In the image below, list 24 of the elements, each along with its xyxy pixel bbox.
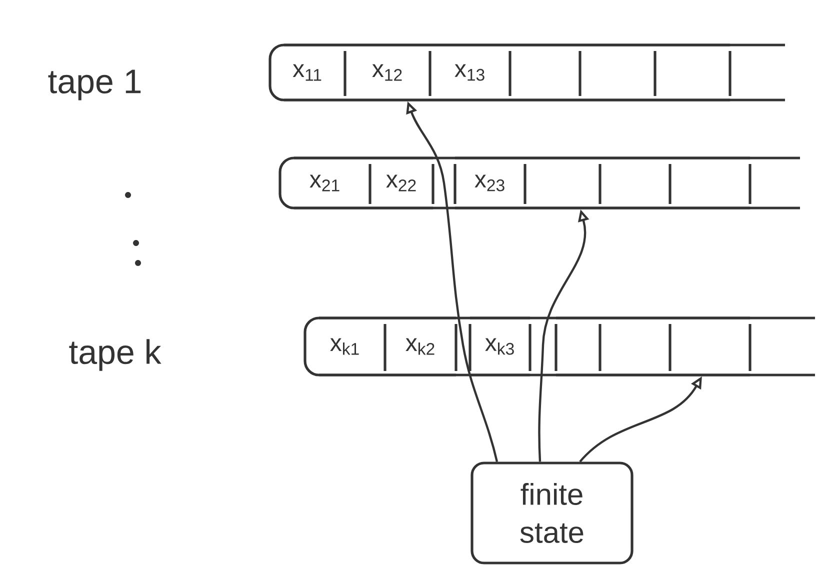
tape-cell: x$_{21}$: [292, 156, 372, 210]
empty-cell: [524, 156, 602, 210]
tape-label: tape k: [69, 339, 162, 371]
empty-cell: [598, 316, 672, 376]
tape-drawing: [304, 316, 815, 376]
tape-cell: x$_{k2}$: [384, 316, 458, 376]
empty-cell: [598, 156, 672, 210]
empty-cell: [668, 156, 752, 210]
tape-label: tape 1: [48, 70, 141, 100]
tape-cell: x$_{23}$: [454, 156, 526, 210]
tape-cell: x$_{12}$: [344, 44, 432, 102]
empty-cell: [508, 44, 582, 102]
empty-cell: [654, 44, 732, 102]
tape-cell: x$_{11}$: [282, 44, 346, 102]
empty-cell: [578, 44, 656, 102]
tape-drawing: [268, 44, 785, 102]
empty-cell: [554, 316, 602, 376]
tape-cell: x$_{k1}$: [318, 316, 386, 376]
tape-cell: x$_{k3}$: [468, 316, 532, 376]
state-box: finite state: [470, 462, 634, 564]
tape-cell: x$_{13}$: [428, 44, 512, 102]
tape-drawing: [278, 156, 800, 210]
empty-cell: [668, 316, 752, 376]
tape-cell: x$_{22}$: [368, 156, 434, 210]
